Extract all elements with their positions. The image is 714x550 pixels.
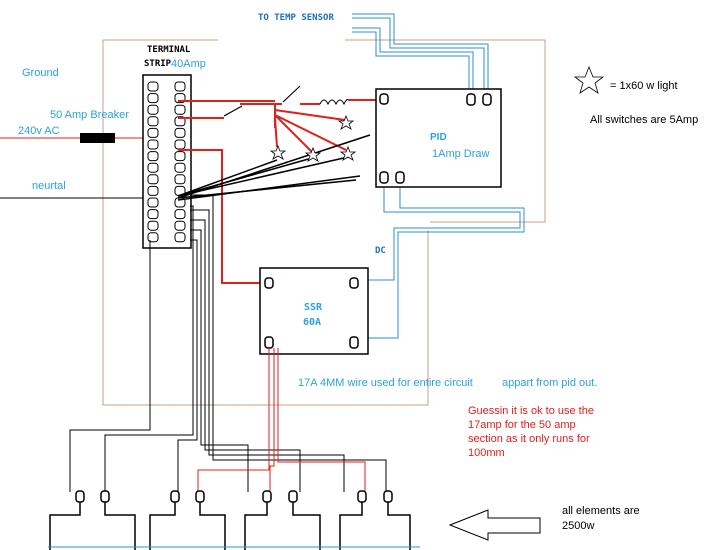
terminal-screw — [147, 185, 159, 196]
strip-rating: 40Amp — [171, 58, 206, 70]
breaker-label: 50 Amp Breaker — [50, 109, 129, 121]
strip-label: STRIP — [144, 59, 172, 69]
coil-symbol — [319, 99, 349, 106]
neutral-return-wires — [177, 134, 371, 201]
light-symbols — [269, 65, 605, 162]
elements-line1: all elements are — [562, 505, 640, 517]
terminal-screw — [174, 81, 186, 92]
light-legend: = 1x60 w light — [610, 80, 678, 92]
switch-symbols — [223, 85, 301, 117]
ssr-terminals — [264, 277, 359, 349]
terminal-screw — [147, 93, 159, 104]
ssr-rating: 60A — [303, 317, 322, 328]
pid-controller-box — [375, 88, 502, 188]
terminal-screw — [147, 209, 159, 220]
terminal-screw — [174, 104, 186, 115]
terminal-screw — [147, 151, 159, 162]
terminal-screw — [174, 174, 186, 185]
enclosure-outline — [102, 39, 546, 406]
terminal-screw — [147, 104, 159, 115]
terminal-screw — [147, 197, 159, 208]
terminal-screw — [147, 139, 159, 150]
guess-note: Guessin it is ok to use the 17amp for th… — [468, 405, 594, 459]
switched-live-wires — [178, 99, 378, 284]
ssr-title: SSR — [304, 302, 323, 313]
element-terminals — [75, 490, 393, 503]
pid-title: PID — [430, 132, 447, 143]
terminal-screw — [174, 220, 186, 231]
terminal-screw — [174, 209, 186, 220]
pid-draw-label: 1Amp Draw — [432, 148, 490, 160]
wire-note-b: appart from pid out. — [502, 377, 598, 389]
terminal-screw — [147, 220, 159, 231]
temp-sensor-label: TO TEMP SENSOR — [258, 13, 334, 23]
terminal-screw — [147, 174, 159, 185]
terminal-screw — [174, 162, 186, 173]
legend-star-icon — [573, 65, 605, 94]
terminal-screws — [147, 81, 186, 243]
terminal-label: TERMINAL — [147, 45, 191, 55]
terminal-screw — [174, 151, 186, 162]
neutral-label: neurtal — [32, 180, 66, 192]
terminal-screw — [147, 116, 159, 127]
ssr-output-wires — [197, 348, 366, 492]
terminal-screw — [174, 116, 186, 127]
element-feed-wires — [69, 194, 387, 492]
breaker-symbol — [80, 133, 115, 143]
temp-sensor-wires — [352, 13, 489, 93]
terminal-screw — [174, 232, 186, 243]
terminal-screw — [174, 139, 186, 150]
pid-dc-wires — [368, 183, 525, 339]
pid-terminals — [379, 93, 492, 184]
elements-arrow-icon — [448, 509, 541, 541]
terminal-screw — [147, 162, 159, 173]
terminal-screw — [147, 232, 159, 243]
dc-label: DC — [375, 246, 386, 256]
ground-label: Ground — [22, 67, 59, 79]
terminal-screw — [147, 81, 159, 92]
terminal-strip — [142, 74, 192, 249]
wire-note-a: 17A 4MM wire used for entire circuit — [298, 377, 473, 389]
ac-input-label: 240v AC — [18, 125, 60, 137]
heating-elements — [49, 500, 411, 550]
switch-note: All switches are 5Amp — [590, 114, 699, 126]
terminal-screw — [174, 127, 186, 138]
elements-line2: 2500w — [562, 520, 595, 532]
terminal-screw — [147, 127, 159, 138]
